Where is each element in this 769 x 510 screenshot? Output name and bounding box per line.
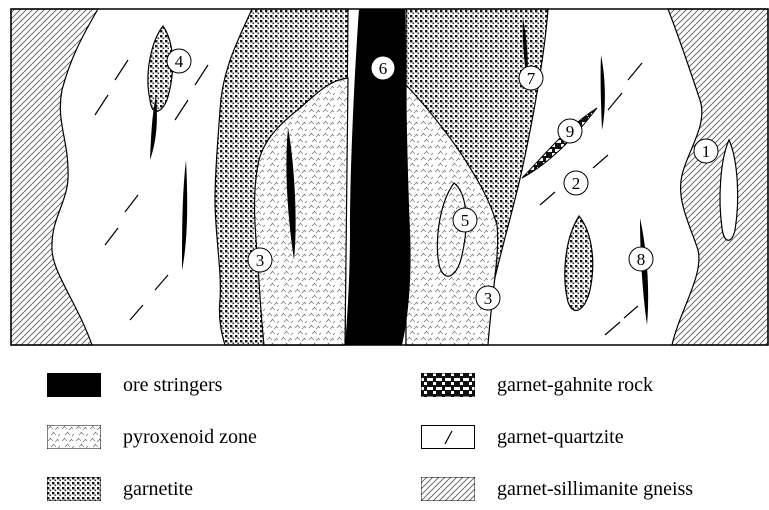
legend-label: ore stringers — [123, 374, 222, 397]
legend-item-pyroxenoid: pyroxenoid zone — [47, 421, 257, 453]
gneiss-swatch — [421, 477, 475, 501]
legend-label: pyroxenoid zone — [123, 426, 257, 449]
legend-item-quartzite: garnet-quartzite — [421, 421, 624, 453]
garnetite-swatch — [47, 477, 101, 501]
legend-label: garnetite — [123, 478, 193, 501]
legend-item-gahnite: garnet-gahnite rock — [421, 369, 653, 401]
quartzite-swatch — [421, 425, 475, 449]
legend-item-garnetite: garnetite — [47, 473, 193, 505]
ore-swatch — [47, 373, 101, 397]
legend-item-ore: ore stringers — [47, 369, 222, 401]
legend-item-gneiss: garnet-sillimanite gneiss — [421, 473, 693, 505]
pyroxenoid-swatch — [47, 425, 101, 449]
legend-label: garnet-sillimanite gneiss — [497, 478, 693, 501]
legend-label: garnet-gahnite rock — [497, 374, 653, 397]
legend-label: garnet-quartzite — [497, 426, 624, 449]
gahnite-swatch — [421, 373, 475, 397]
